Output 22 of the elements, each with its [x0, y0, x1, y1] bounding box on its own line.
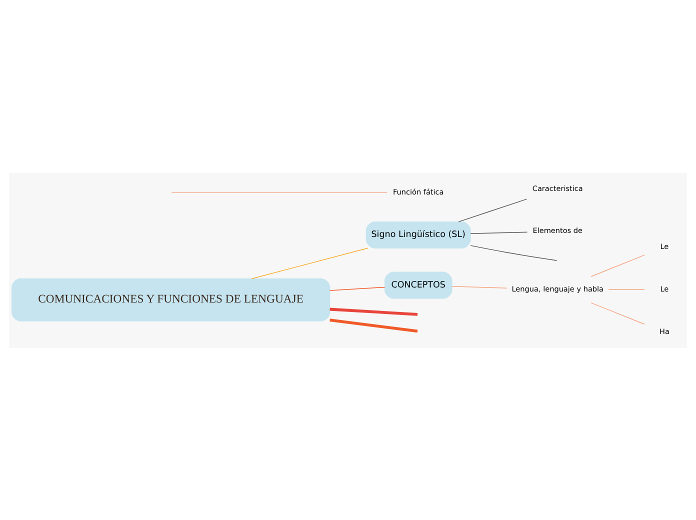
connector	[330, 318, 418, 332]
connector	[470, 244, 558, 260]
connector	[590, 302, 645, 324]
node-box: COMUNICACIONES Y FUNCIONES DE LENGUAJE	[12, 278, 330, 321]
node-text: Lengua, lenguaje y habla	[512, 284, 604, 293]
node-box: CONCEPTOS	[384, 271, 452, 298]
node-text: Le	[660, 242, 669, 251]
connector	[458, 198, 528, 222]
connector	[329, 286, 386, 290]
node-text: Le	[660, 284, 669, 293]
connector	[590, 254, 645, 276]
connector	[452, 285, 508, 288]
connector	[171, 192, 388, 193]
connector	[470, 231, 528, 234]
node-text: Función fática	[392, 187, 444, 196]
node-text: Ha	[659, 326, 670, 336]
connector	[330, 307, 418, 316]
node-text: Caracteristica	[532, 183, 583, 192]
node-text: Elementos de	[532, 226, 583, 235]
node-box: Signo Lingüístico (SL)	[366, 220, 471, 248]
connector	[251, 247, 368, 279]
connector	[608, 288, 645, 290]
